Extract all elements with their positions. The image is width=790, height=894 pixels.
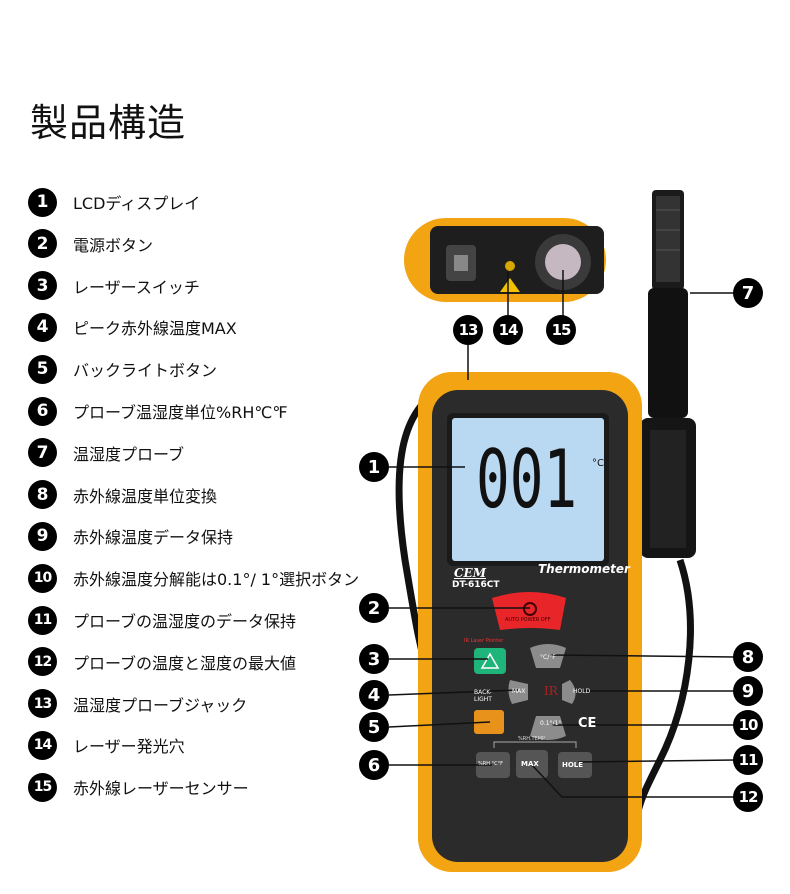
callout-3: 3 bbox=[359, 644, 389, 674]
item-number-badge: 15 bbox=[28, 772, 57, 802]
rh-hold-button[interactable]: HOLE bbox=[562, 761, 584, 769]
model-label: DT-616CT bbox=[452, 580, 500, 590]
brand-logo: CEM bbox=[454, 566, 486, 580]
item-number-badge: 1 bbox=[28, 187, 57, 217]
list-item: 8 赤外線温度単位変換 bbox=[28, 480, 217, 510]
item-label: レーザースイッチ bbox=[73, 277, 200, 297]
callout-12: 12 bbox=[733, 782, 763, 812]
ir-max-button[interactable]: MAX bbox=[512, 688, 526, 695]
item-label: ピーク赤外線温度MAX bbox=[73, 319, 237, 339]
top-view-inset bbox=[404, 218, 606, 302]
power-button[interactable]: AUTO POWER OFF bbox=[505, 617, 551, 623]
callout-8: 8 bbox=[733, 642, 763, 672]
item-number-badge: 6 bbox=[28, 396, 57, 426]
callout-15: 15 bbox=[546, 315, 576, 345]
callout-1: 1 bbox=[359, 452, 389, 482]
item-label: レーザー発光穴 bbox=[73, 737, 185, 757]
ir-hold-button[interactable]: HOLD bbox=[573, 688, 591, 695]
list-item: 11 プローブの温湿度のデータ保持 bbox=[28, 605, 296, 635]
callout-9: 9 bbox=[733, 676, 763, 706]
callout-11: 11 bbox=[733, 745, 763, 775]
list-item: 9 赤外線温度データ保持 bbox=[28, 521, 233, 551]
list-item: 15 赤外線レーザーセンサー bbox=[28, 772, 249, 802]
callout-5: 5 bbox=[359, 712, 389, 742]
item-number-badge: 5 bbox=[28, 354, 57, 384]
power-button-shape bbox=[492, 592, 566, 630]
ir-unit-button[interactable]: °C/°F bbox=[540, 654, 556, 661]
list-item: 7 温湿度プローブ bbox=[28, 438, 184, 468]
item-label: LCDディスプレイ bbox=[73, 194, 201, 213]
list-item: 1 LCDディスプレイ bbox=[28, 187, 200, 217]
item-number-badge: 14 bbox=[28, 730, 57, 760]
callout-7: 7 bbox=[733, 278, 763, 308]
item-number-badge: 7 bbox=[28, 438, 57, 468]
list-item: 13 温湿度プローブジャック bbox=[28, 689, 247, 719]
item-number-badge: 13 bbox=[28, 689, 57, 719]
lcd-unit: °C bbox=[592, 458, 604, 469]
item-label: 温湿度プローブ bbox=[73, 444, 185, 464]
item-number-badge: 4 bbox=[28, 312, 57, 342]
rh-group-label: %RH.TEMP bbox=[518, 736, 546, 742]
ce-mark: CE bbox=[578, 716, 597, 731]
lcd-display bbox=[452, 418, 604, 561]
laser-label: IR Laser Pointer bbox=[464, 638, 504, 644]
list-item: 6 プローブ温湿度単位%RH℃℉ bbox=[28, 396, 288, 426]
list-item: 2 電源ボタン bbox=[28, 229, 153, 259]
product-label: Thermometer bbox=[538, 562, 630, 576]
item-number-badge: 10 bbox=[28, 563, 57, 593]
resolution-button[interactable]: 0.1°/1° bbox=[540, 720, 562, 727]
item-number-badge: 3 bbox=[28, 271, 57, 301]
item-label: プローブ温湿度単位%RH℃℉ bbox=[73, 403, 288, 422]
list-item: 3 レーザースイッチ bbox=[28, 271, 200, 301]
probe-cable-right bbox=[632, 558, 694, 821]
rh-max-button[interactable]: MAX bbox=[521, 760, 539, 768]
callout-6: 6 bbox=[359, 750, 389, 780]
list-item: 4 ピーク赤外線温度MAX bbox=[28, 312, 237, 342]
item-number-badge: 11 bbox=[28, 605, 57, 635]
item-label: バックライトボタン bbox=[73, 361, 218, 381]
humidity-probe bbox=[640, 190, 696, 558]
item-number-badge: 8 bbox=[28, 480, 57, 510]
item-label: 赤外線温度単位変換 bbox=[73, 486, 218, 506]
page-title: 製品構造 bbox=[30, 101, 187, 145]
item-label: プローブの温湿度のデータ保持 bbox=[73, 612, 297, 631]
item-label: 赤外線温度データ保持 bbox=[73, 528, 234, 548]
laser-button-shape bbox=[474, 648, 506, 674]
item-label: 温湿度プローブジャック bbox=[73, 695, 248, 715]
backlight-label: BACK-LIGHT bbox=[474, 689, 492, 703]
list-item: 10 赤外線温度分解能は0.1°/ 1°選択ボタン bbox=[28, 563, 359, 593]
item-number-badge: 12 bbox=[28, 647, 57, 677]
list-item: 12 プローブの温度と湿度の最大値 bbox=[28, 647, 296, 677]
item-number-badge: 2 bbox=[28, 229, 57, 259]
callout-10: 10 bbox=[733, 710, 763, 740]
callout-2: 2 bbox=[359, 593, 389, 623]
list-item: 5 バックライトボタン bbox=[28, 354, 217, 384]
callout-14: 14 bbox=[493, 315, 523, 345]
item-label: プローブの温度と湿度の最大値 bbox=[73, 653, 297, 673]
lcd-value: 001 bbox=[476, 433, 578, 526]
list-item: 14 レーザー発光穴 bbox=[28, 730, 185, 760]
callout-4: 4 bbox=[359, 680, 389, 710]
ir-label: IR bbox=[544, 684, 558, 698]
item-label: 赤外線レーザーセンサー bbox=[73, 779, 249, 799]
item-label: 電源ボタン bbox=[73, 235, 154, 255]
rh-unit-button[interactable]: %RH °C°F bbox=[478, 761, 503, 767]
item-label: 赤外線温度分解能は0.1°/ 1°選択ボタン bbox=[73, 570, 360, 590]
item-number-badge: 9 bbox=[28, 521, 57, 551]
callout-13: 13 bbox=[453, 315, 483, 345]
